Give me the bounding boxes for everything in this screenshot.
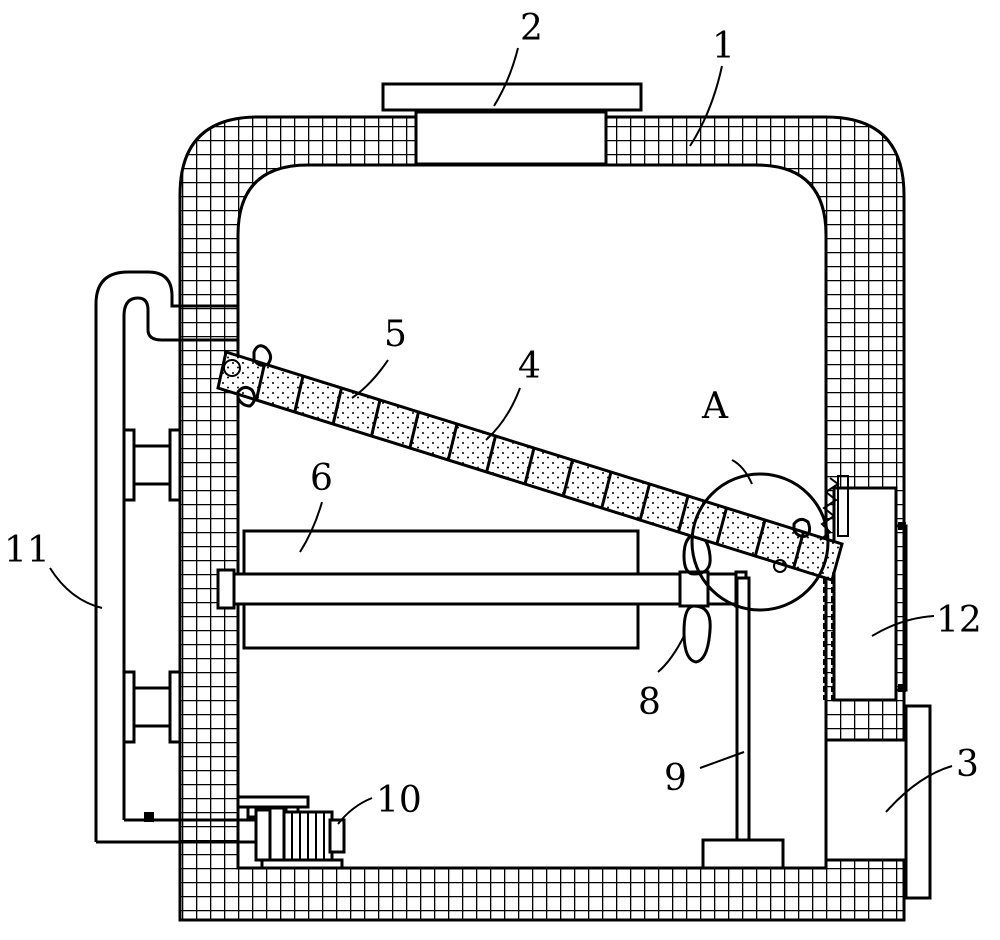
label-6: 6 [310, 458, 333, 499]
inclined-screen [216, 344, 844, 582]
pump [236, 795, 346, 870]
return-pipe [94, 270, 262, 844]
inlet-hopper [381, 82, 643, 166]
screen-bar [600, 471, 613, 509]
screen-bar [792, 531, 805, 569]
side-panel [823, 486, 908, 702]
screen-bar [446, 423, 459, 461]
screen-bar [485, 435, 497, 473]
screen-bar [677, 495, 690, 533]
screen-bar [753, 519, 767, 557]
label-2: 2 [520, 8, 543, 49]
leader-lines [49, 47, 953, 825]
label-4: 4 [518, 346, 541, 387]
screen-bar [523, 447, 536, 485]
screen-bar [331, 387, 343, 425]
screen-bar [715, 507, 728, 545]
reference-labels: 2 1 5 4 A 6 11 12 8 9 10 3 [4, 8, 982, 821]
label-8: 8 [638, 682, 661, 723]
screen-bars [254, 363, 805, 569]
label-3: 3 [956, 744, 979, 785]
label-9: 9 [664, 758, 687, 799]
label-5: 5 [384, 314, 407, 355]
detail-circle-a [690, 472, 830, 612]
support-column [701, 576, 785, 870]
screen-bar [561, 459, 574, 497]
screen-bar [293, 375, 305, 413]
label-1: 1 [712, 26, 735, 67]
screen-bar [638, 483, 651, 521]
label-a: A [701, 386, 729, 427]
discharge-door [824, 704, 932, 900]
crushing-roller [216, 529, 748, 650]
label-11: 11 [4, 530, 50, 571]
label-12: 12 [936, 600, 982, 641]
label-10: 10 [376, 780, 422, 821]
screen-bar [370, 399, 382, 437]
screen-bar [408, 411, 420, 449]
screen-bar [254, 363, 266, 401]
